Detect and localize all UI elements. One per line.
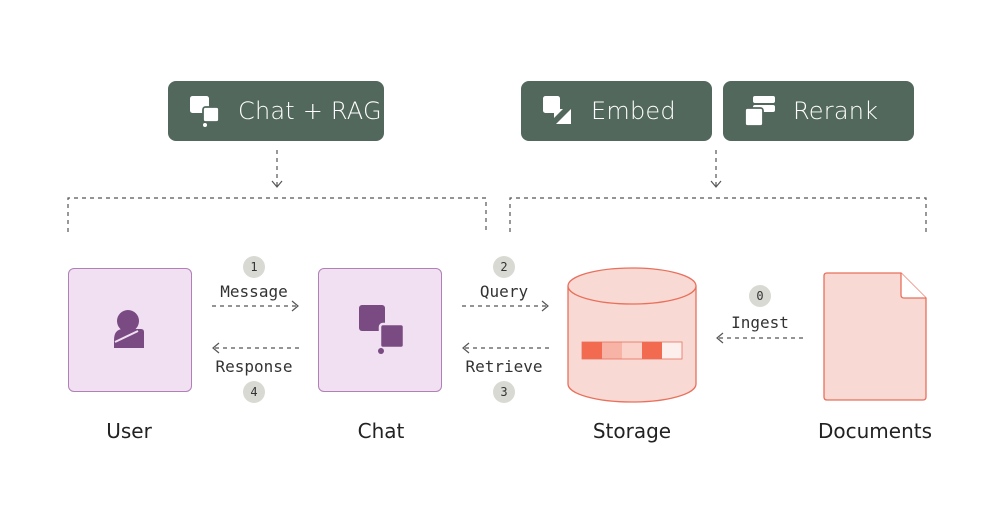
ingest-arrowhead bbox=[716, 332, 724, 344]
retrieve-arrowhead bbox=[462, 342, 470, 354]
step-badge-response: 4 bbox=[243, 381, 265, 403]
chat-rag-arrowhead bbox=[271, 180, 283, 188]
right-bracket bbox=[509, 197, 927, 232]
embed-label: Embed bbox=[591, 97, 676, 125]
chat-rag-label: Chat + RAG bbox=[238, 97, 382, 125]
rerank-label: Rerank bbox=[793, 97, 879, 125]
embed-icon bbox=[543, 96, 571, 124]
retrieve-label: Retrieve bbox=[465, 357, 543, 376]
storage-label: Storage bbox=[592, 419, 672, 443]
rerank-pill: Rerank bbox=[723, 81, 914, 141]
response-arrowhead bbox=[212, 342, 220, 354]
chat-node bbox=[318, 268, 442, 392]
embed-pill: Embed bbox=[521, 81, 712, 141]
query-label: Query bbox=[479, 282, 529, 301]
user-node bbox=[68, 268, 192, 392]
chat-bubbles-icon bbox=[359, 305, 406, 354]
step-badge-ingest: 0 bbox=[749, 285, 771, 307]
document-icon bbox=[823, 272, 927, 401]
step-badge-retrieve: 3 bbox=[493, 381, 515, 403]
message-label: Message bbox=[220, 282, 288, 301]
response-label: Response bbox=[215, 357, 293, 376]
vector-strip bbox=[581, 341, 683, 360]
step-badge-message: 1 bbox=[243, 256, 265, 278]
embed-rerank-arrowhead bbox=[710, 180, 722, 188]
query-arrowhead bbox=[541, 300, 549, 312]
chat-label: Chat bbox=[357, 419, 405, 443]
chat-rag-pill: Chat + RAG bbox=[168, 81, 384, 141]
database-icon bbox=[567, 267, 697, 403]
chat-bubbles-icon bbox=[190, 96, 220, 127]
documents-label: Documents bbox=[817, 419, 933, 443]
ingest-label: Ingest bbox=[731, 313, 789, 332]
rerank-icon bbox=[744, 96, 775, 127]
message-arrowhead bbox=[291, 300, 299, 312]
left-bracket bbox=[67, 197, 487, 232]
user-label: User bbox=[106, 419, 152, 443]
step-badge-query: 2 bbox=[493, 256, 515, 278]
user-icon bbox=[114, 310, 144, 348]
